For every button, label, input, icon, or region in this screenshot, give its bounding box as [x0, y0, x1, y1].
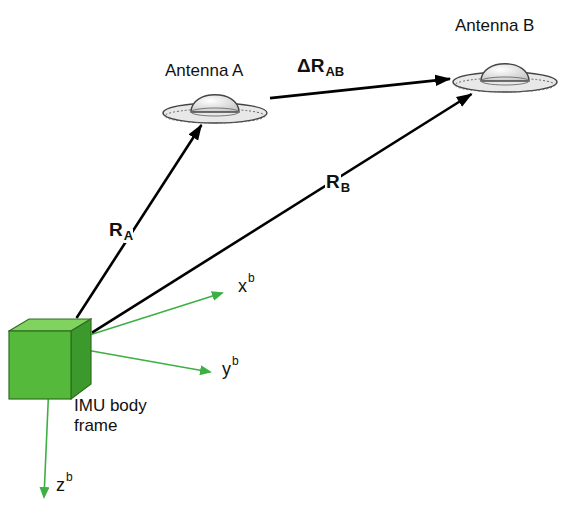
vector-arrow	[270, 79, 450, 98]
vector-arrow	[92, 94, 472, 333]
axis-label: x	[238, 277, 247, 297]
vector-subscript: AB	[325, 65, 344, 79]
vector-subscript: A	[124, 229, 133, 243]
node-heading: Antenna B	[455, 16, 534, 36]
imu-box: IMU body frame	[8, 318, 92, 400]
vector-label: R	[325, 172, 341, 193]
vector-arrow	[77, 125, 202, 318]
node-heading: Antenna A	[165, 61, 243, 81]
axis-label: y	[222, 360, 231, 380]
axis-superscript: b	[66, 471, 73, 484]
node-heading: IMU body frame	[74, 396, 154, 435]
axis-superscript: b	[248, 272, 255, 285]
imu-cube	[8, 318, 92, 400]
antenna-a: Antenna A	[160, 83, 270, 125]
antenna-symbol	[450, 52, 560, 94]
vector-subscript: B	[341, 181, 350, 195]
vector-label: R	[108, 220, 124, 241]
antenna-symbol	[160, 83, 270, 125]
axis-label: z	[56, 476, 65, 496]
antenna-b: Antenna B	[450, 52, 560, 94]
vector-label: ΔR	[296, 56, 325, 77]
axis-superscript: b	[232, 355, 239, 368]
